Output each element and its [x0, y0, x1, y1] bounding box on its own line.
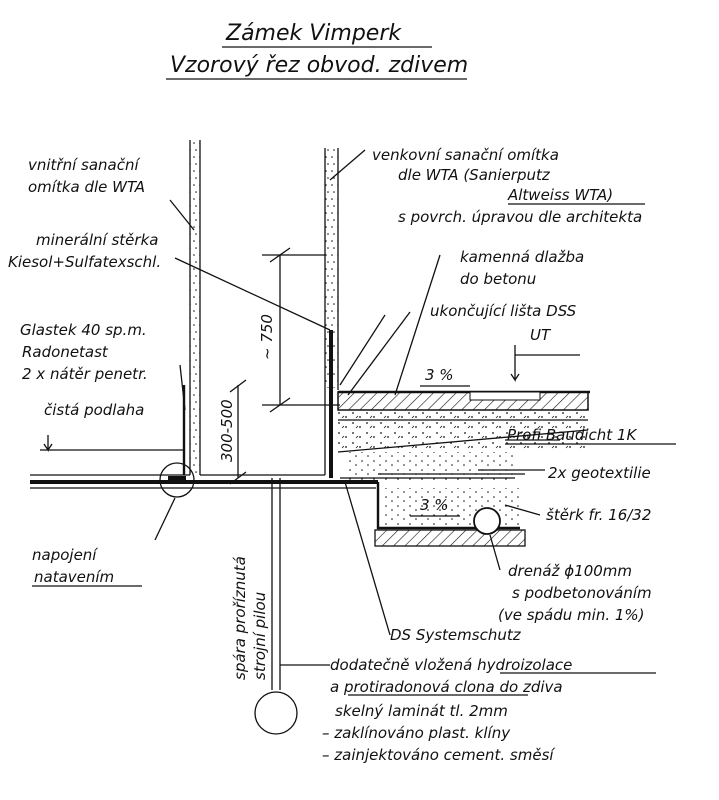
label-stone-2: do betonu [460, 270, 536, 288]
exterior-layers [337, 345, 590, 547]
label-mineral-2: Kiesol+Sulfatexschl. [8, 253, 161, 271]
label-glastek-3: 2 x nátěr penetr. [22, 365, 148, 383]
label-slope-top: 3 % [425, 366, 454, 384]
label-joint-2: strojní pilou [251, 592, 269, 680]
label-inner-plaster-1: vnitřní sanační [28, 156, 141, 174]
cut-joint [254, 478, 298, 735]
title-line1: Zámek Vimperk [225, 21, 402, 46]
label-drain-1: drenáž ϕ100mm [508, 562, 632, 580]
label-joint-1: spára proříznutá [231, 556, 249, 680]
label-clean-floor: čistá podlaha [44, 401, 144, 419]
leader-lines [154, 149, 560, 666]
label-ds-system: DS Systemschutz [390, 626, 522, 644]
label-outer-plaster-2: dle WTA (Sanierputz [398, 166, 551, 184]
title-line2: Vzorový řez obvod. zdivem [170, 53, 468, 78]
label-strip: ukončující lišta DSS [430, 302, 577, 320]
label-gravel: štěrk fr. 16/32 [546, 506, 651, 524]
label-addl-1: dodatečně vložená hydroizolace [330, 656, 572, 674]
floor-barrier [30, 435, 378, 498]
label-slope-bottom: 3 % [420, 496, 449, 514]
label-drain-2: s podbetonováním [512, 584, 652, 602]
label-stone-1: kamenná dlažba [460, 248, 584, 266]
label-addl-4: – zaklínováno plast. klíny [322, 724, 511, 742]
label-glastek-2: Radonetast [22, 343, 109, 361]
label-profi: Profi Baudicht 1K [507, 426, 637, 444]
inner-wall [182, 140, 201, 475]
label-connection-2: natavením [34, 568, 114, 586]
dim-750-label: ~ 750 [258, 314, 276, 360]
label-addl-2: a protiradonová clona do zdiva [330, 678, 563, 696]
label-drain-3: (ve spádu min. 1%) [498, 606, 645, 624]
label-addl-5: – zainjektováno cement. směsí [322, 746, 555, 764]
label-addl-3: skelný laminát tl. 2mm [335, 702, 508, 720]
label-connection-1: napojení [32, 546, 98, 564]
label-glastek-1: Glastek 40 sp.m. [20, 321, 147, 339]
label-inner-plaster-2: omítka dle WTA [28, 178, 145, 196]
label-geotextile: 2x geotextilie [548, 464, 651, 482]
label-mineral-1: minerální stěrka [36, 231, 158, 249]
label-ut: UT [530, 326, 552, 344]
dimension-750: ~ 750 [258, 247, 340, 413]
label-outer-plaster-3: Altweiss WTA) [507, 186, 613, 204]
dimension-300: 300-500 [218, 379, 247, 485]
label-outer-plaster-1: venkovní sanační omítka [372, 146, 559, 164]
label-outer-plaster-4: s povrch. úpravou dle architekta [398, 208, 642, 226]
outer-wall [324, 148, 339, 478]
dim-300-label: 300-500 [218, 399, 236, 462]
